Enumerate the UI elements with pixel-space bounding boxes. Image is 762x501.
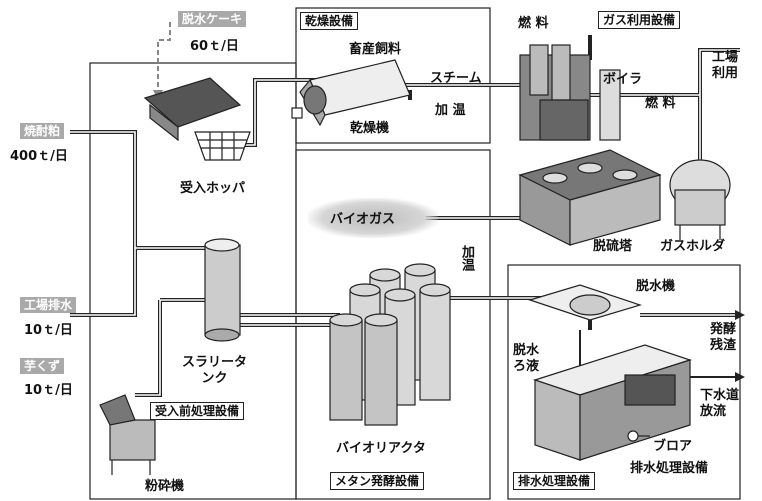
crusher-label: 粉砕機 (145, 479, 185, 494)
crusher-equipment (99, 394, 156, 475)
shochu-qty: 400ｔ/日 (10, 149, 68, 164)
gasholder-equipment (669, 159, 731, 240)
methane-section-label: メタン発酵設備 (330, 472, 425, 490)
potato-qty: 10ｔ/日 (24, 383, 73, 398)
heating-label-1: 加 温 (435, 103, 466, 118)
gas-holder-label: ガスホルダ (660, 239, 726, 254)
potato-tag: 芋くず (20, 358, 65, 374)
boiler-equipment (519, 44, 621, 141)
bioreactor-tanks (329, 263, 451, 426)
bioreactor-label: バイオリアクタ (336, 441, 426, 456)
wastewater-unit (533, 344, 692, 461)
slurry-tank (204, 238, 241, 342)
gas-use-section-label: ガス利用設備 (598, 11, 681, 29)
fuel-label-1: 燃 料 (518, 16, 549, 31)
residue-arrow-icon (735, 310, 745, 320)
sewer-arrow-icon (735, 372, 745, 382)
dewater-filtrate-label: 脱水ろ液 (513, 343, 540, 375)
cake-dashed-line (157, 22, 171, 95)
biogas-label: バイオガス (330, 212, 396, 227)
desulfurizer-label: 脱硫塔 (593, 239, 633, 254)
wastewater-equipment-label: 排水処理設備 (630, 461, 709, 476)
boiler-label: ボイラ (603, 72, 643, 87)
dewater-machine-label: 脱水機 (636, 279, 676, 294)
factory-use-label: 工場利用 (712, 50, 739, 81)
heating-label-2: 加温 (459, 245, 474, 271)
factory-water-qty: 10ｔ/日 (24, 323, 73, 338)
pretreatment-section-label: 受入前処理設備 (150, 402, 245, 420)
dryer-label: 乾燥機 (350, 121, 390, 136)
feed-label: 畜産飼料 (349, 42, 402, 57)
fuel-label-2: 燃 料 (645, 96, 676, 111)
cake-qty: 60ｔ/日 (190, 39, 239, 54)
biogas-cloud (308, 198, 438, 238)
desulfurizer-equipment (518, 149, 662, 246)
factory-water-tag: 工場排水 (20, 297, 77, 313)
hopper-equipment (143, 77, 251, 161)
blower-equipment (627, 430, 650, 442)
slurry-tank-label: スラリータンク (182, 355, 248, 387)
ferment-residue-label: 発酵残渣 (710, 322, 737, 354)
blower-label: ブロア (653, 439, 693, 454)
wastewater-section-label: 排水処理設備 (513, 472, 596, 490)
drying-section-label: 乾燥設備 (300, 12, 359, 30)
hopper-label: 受入ホッパ (180, 181, 246, 196)
wastewater-section-box (507, 264, 741, 500)
cake-tag: 脱水ケーキ (178, 11, 247, 27)
dewater-machine (528, 284, 642, 321)
steam-label: スチーム (430, 71, 482, 86)
dryer-equipment (291, 59, 411, 127)
drying-section-box (295, 7, 491, 144)
sewer-label: 下水道放流 (700, 388, 740, 420)
shochu-tag: 焼酎粕 (20, 123, 65, 139)
